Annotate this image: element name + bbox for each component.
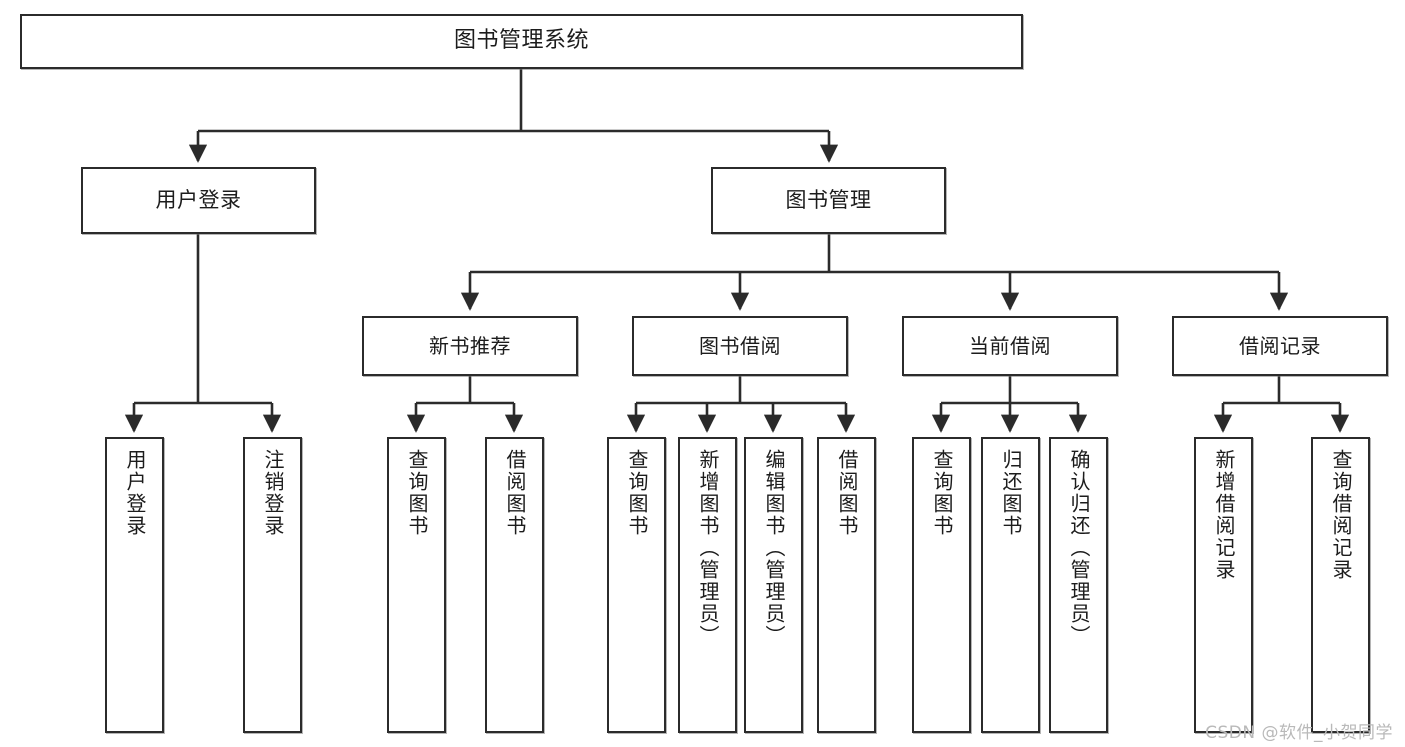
leaf-query-book-2[interactable]: 查询图书 [607, 437, 666, 733]
leaf-return-book-label: 归还图书 [999, 449, 1023, 537]
leaf-edit-book[interactable]: 编辑图书（管理员） [744, 437, 803, 733]
node-current-borrow[interactable]: 当前借阅 [902, 316, 1118, 376]
leaf-borrow-book-2-label: 借阅图书 [835, 449, 859, 537]
leaf-confirm-return[interactable]: 确认归还（管理员） [1049, 437, 1108, 733]
node-book-borrow[interactable]: 图书借阅 [632, 316, 848, 376]
leaf-query-book-3[interactable]: 查询图书 [912, 437, 971, 733]
leaf-logout[interactable]: 注销登录 [243, 437, 302, 733]
leaf-add-book[interactable]: 新增图书（管理员） [678, 437, 737, 733]
node-user-login[interactable]: 用户登录 [81, 167, 316, 234]
leaf-add-borrow-record[interactable]: 新增借阅记录 [1194, 437, 1253, 733]
node-book-borrow-label: 图书借阅 [699, 333, 781, 358]
leaf-query-book-2-label: 查询图书 [625, 449, 649, 537]
leaf-borrow-book-1[interactable]: 借阅图书 [485, 437, 544, 733]
leaf-add-borrow-record-label: 新增借阅记录 [1212, 449, 1236, 581]
leaf-borrow-book-2[interactable]: 借阅图书 [817, 437, 876, 733]
node-borrow-record[interactable]: 借阅记录 [1172, 316, 1388, 376]
node-borrow-record-label: 借阅记录 [1239, 333, 1321, 358]
leaf-confirm-return-label: 确认归还（管理员） [1067, 449, 1091, 647]
leaf-user-login-label: 用户登录 [123, 449, 147, 537]
node-book-manage[interactable]: 图书管理 [711, 167, 946, 234]
node-user-login-label: 用户登录 [155, 187, 242, 212]
node-new-book-recommendation[interactable]: 新书推荐 [362, 316, 578, 376]
node-root-label: 图书管理系统 [453, 28, 589, 54]
leaf-query-book-3-label: 查询图书 [930, 449, 954, 537]
leaf-edit-book-label: 编辑图书（管理员） [762, 449, 786, 647]
csdn-watermark: CSDN @软件_小贺同学 [1205, 723, 1393, 743]
leaf-add-book-label: 新增图书（管理员） [696, 449, 720, 647]
leaf-user-login[interactable]: 用户登录 [105, 437, 164, 733]
leaf-query-borrow-record-label: 查询借阅记录 [1329, 449, 1353, 581]
leaf-logout-label: 注销登录 [261, 449, 285, 537]
leaf-borrow-book-1-label: 借阅图书 [503, 449, 527, 537]
leaf-query-book-1[interactable]: 查询图书 [387, 437, 446, 733]
node-current-borrow-label: 当前借阅 [969, 333, 1051, 358]
node-new-book-recommendation-label: 新书推荐 [429, 333, 511, 358]
node-root[interactable]: 图书管理系统 [20, 14, 1023, 69]
leaf-return-book[interactable]: 归还图书 [981, 437, 1040, 733]
node-book-manage-label: 图书管理 [785, 187, 872, 212]
leaf-query-book-1-label: 查询图书 [405, 449, 429, 537]
leaf-query-borrow-record[interactable]: 查询借阅记录 [1311, 437, 1370, 733]
